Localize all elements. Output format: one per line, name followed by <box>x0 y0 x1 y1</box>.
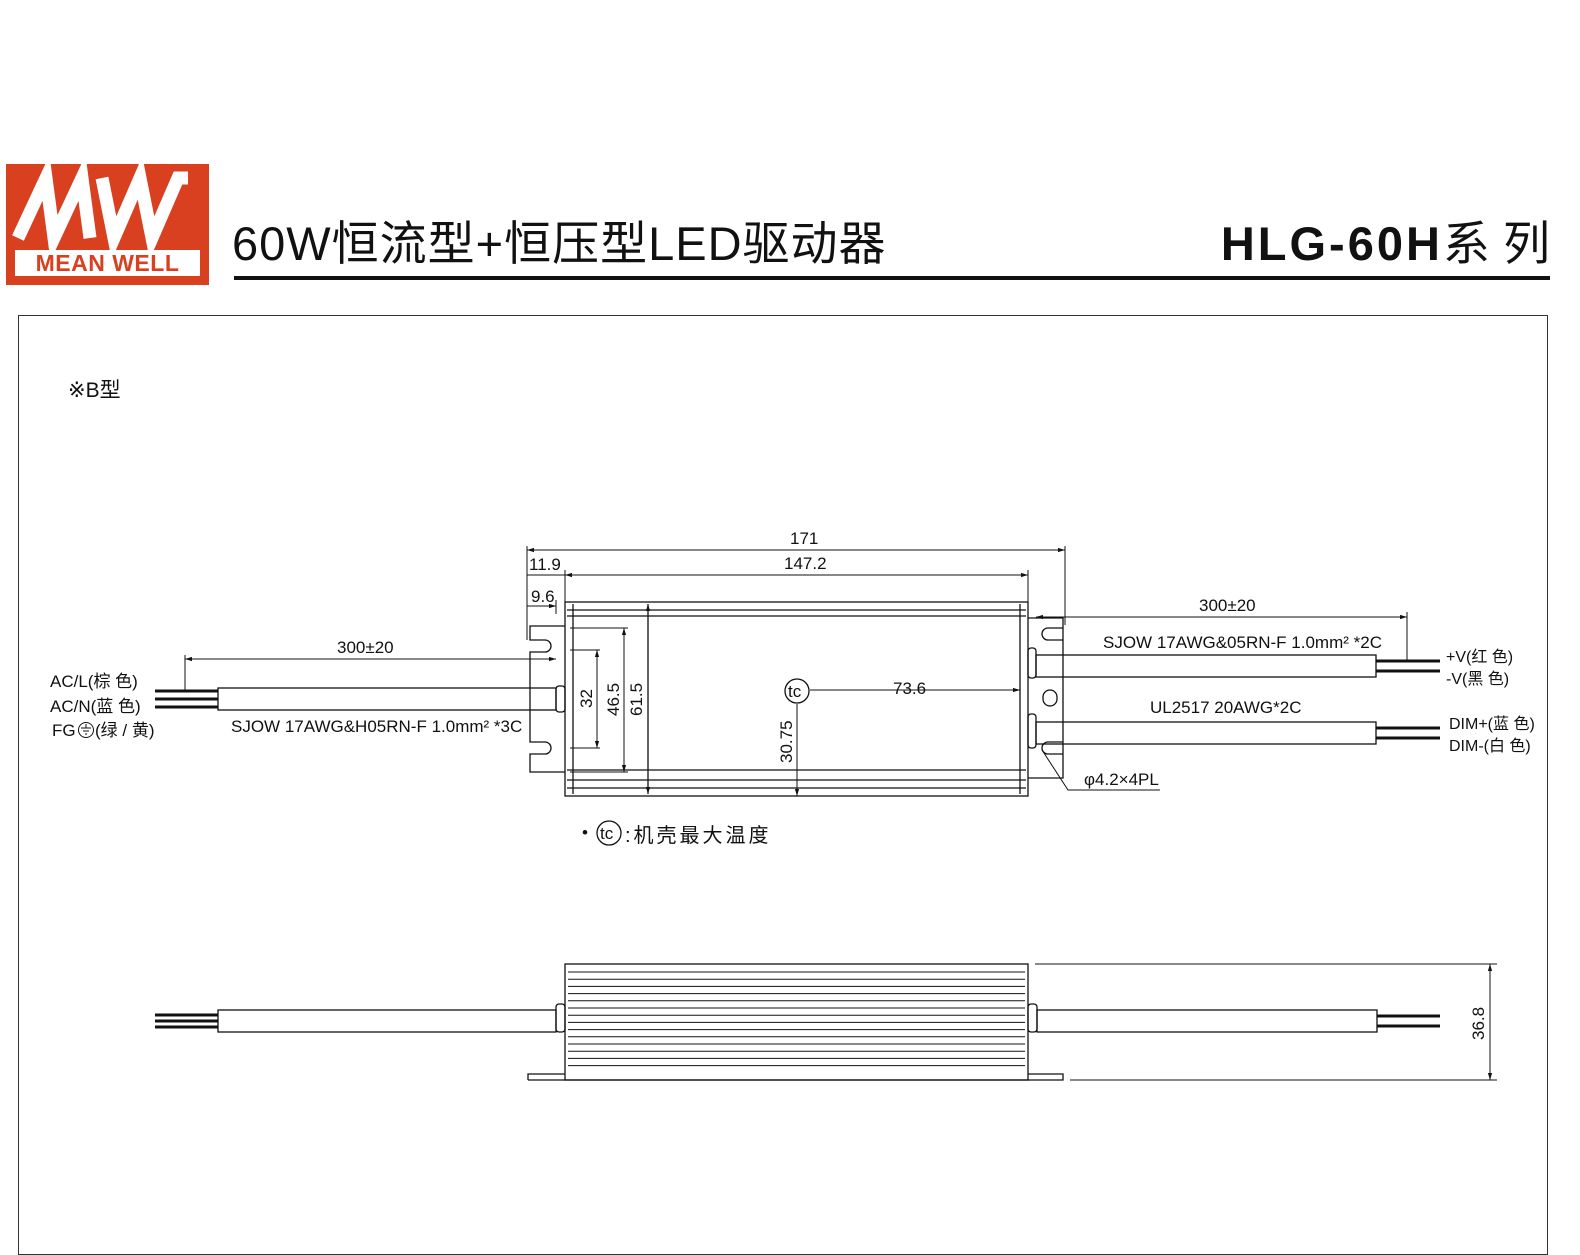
series-suffix: 系 列 <box>1442 217 1550 270</box>
series-title: HLG-60H系 列 <box>1221 214 1550 274</box>
wire-dimminus-label: DIM-(白 色) <box>1449 737 1531 755</box>
dim-side-height: 36.8 <box>1469 1007 1488 1040</box>
tc-note-bullet: • <box>582 823 588 842</box>
dim-cable <box>1035 721 1377 745</box>
page-title: 60W恒流型+恒压型LED驱动器 <box>232 217 887 270</box>
tc-note-icon <box>596 820 622 846</box>
wire-fg-prefix: FG <box>52 721 76 740</box>
dim-tc-y: 30.75 <box>777 720 796 763</box>
dim-body-length: 147.2 <box>784 554 827 573</box>
left-flange <box>529 625 565 773</box>
wire-vminus-label: -V(黑 色) <box>1446 670 1509 688</box>
tc-symbol-icon <box>784 678 810 704</box>
dim-height-outer: 61.5 <box>627 683 646 716</box>
dim-tc-x: 73.6 <box>893 679 926 698</box>
input-cable <box>217 687 557 711</box>
side-output-cable <box>1036 1009 1378 1033</box>
input-gland <box>555 685 566 713</box>
cable-labels: SJOW 17AWG&H05RN-F 1.0mm² *3C SJOW 17AWG… <box>231 633 1382 736</box>
top-view <box>155 546 1440 797</box>
dim-overall-length: 171 <box>790 529 818 548</box>
dim-gland <box>1027 713 1037 749</box>
wire-acl-label: AC/L(棕 色) <box>50 672 138 691</box>
mean-well-logo: MEAN WELL <box>6 164 209 285</box>
dim-cable-spec: UL2517 20AWG*2C <box>1150 698 1302 717</box>
dimension-labels: 171 147.2 11.9 9.6 300±20 300±20 73.6 φ4… <box>337 529 1488 1040</box>
header-rule <box>234 276 1550 280</box>
output-cable-spec: SJOW 17AWG&05RN-F 1.0mm² *2C <box>1103 633 1382 652</box>
series-model: HLG-60H <box>1220 217 1443 270</box>
tc-labels: tc • tc :机壳最大温度 <box>582 682 802 847</box>
brand-wordmark: MEAN WELL <box>15 250 200 276</box>
side-input-cable <box>217 1009 557 1033</box>
input-cable-spec: SJOW 17AWG&H05RN-F 1.0mm² *3C <box>231 717 522 736</box>
dim-cable-left: 300±20 <box>337 638 394 657</box>
wire-vplus-label: +V(红 色) <box>1446 648 1513 666</box>
output-gland <box>1027 647 1037 679</box>
dim-height-mid: 46.5 <box>604 683 623 716</box>
dim-flange-left: 11.9 <box>529 555 561 574</box>
tc-note-symbol: tc <box>600 824 614 843</box>
mw-logo-icon <box>12 164 188 261</box>
tc-note-text: :机壳最大温度 <box>625 824 772 847</box>
dim-cable-right: 300±20 <box>1199 596 1256 615</box>
type-label: ※B型 <box>68 379 121 402</box>
output-cable <box>1035 654 1377 678</box>
dim-height-inner: 32 <box>577 689 596 708</box>
wire-fg-suffix: (绿 / 黄) <box>95 721 155 740</box>
side-view <box>155 963 1497 1081</box>
center-slot <box>1042 689 1058 707</box>
wire-dimplus-label: DIM+(蓝 色) <box>1449 715 1535 733</box>
dim-hole: φ4.2×4PL <box>1084 770 1159 789</box>
ground-icon <box>78 722 94 738</box>
tc-symbol-label: tc <box>788 682 802 701</box>
wire-acn-label: AC/N(蓝 色) <box>50 697 141 716</box>
dim-slot-offset: 9.6 <box>531 587 555 606</box>
wire-labels: AC/L(棕 色) AC/N(蓝 色) FG (绿 / 黄) +V(红 色) -… <box>50 648 1535 755</box>
